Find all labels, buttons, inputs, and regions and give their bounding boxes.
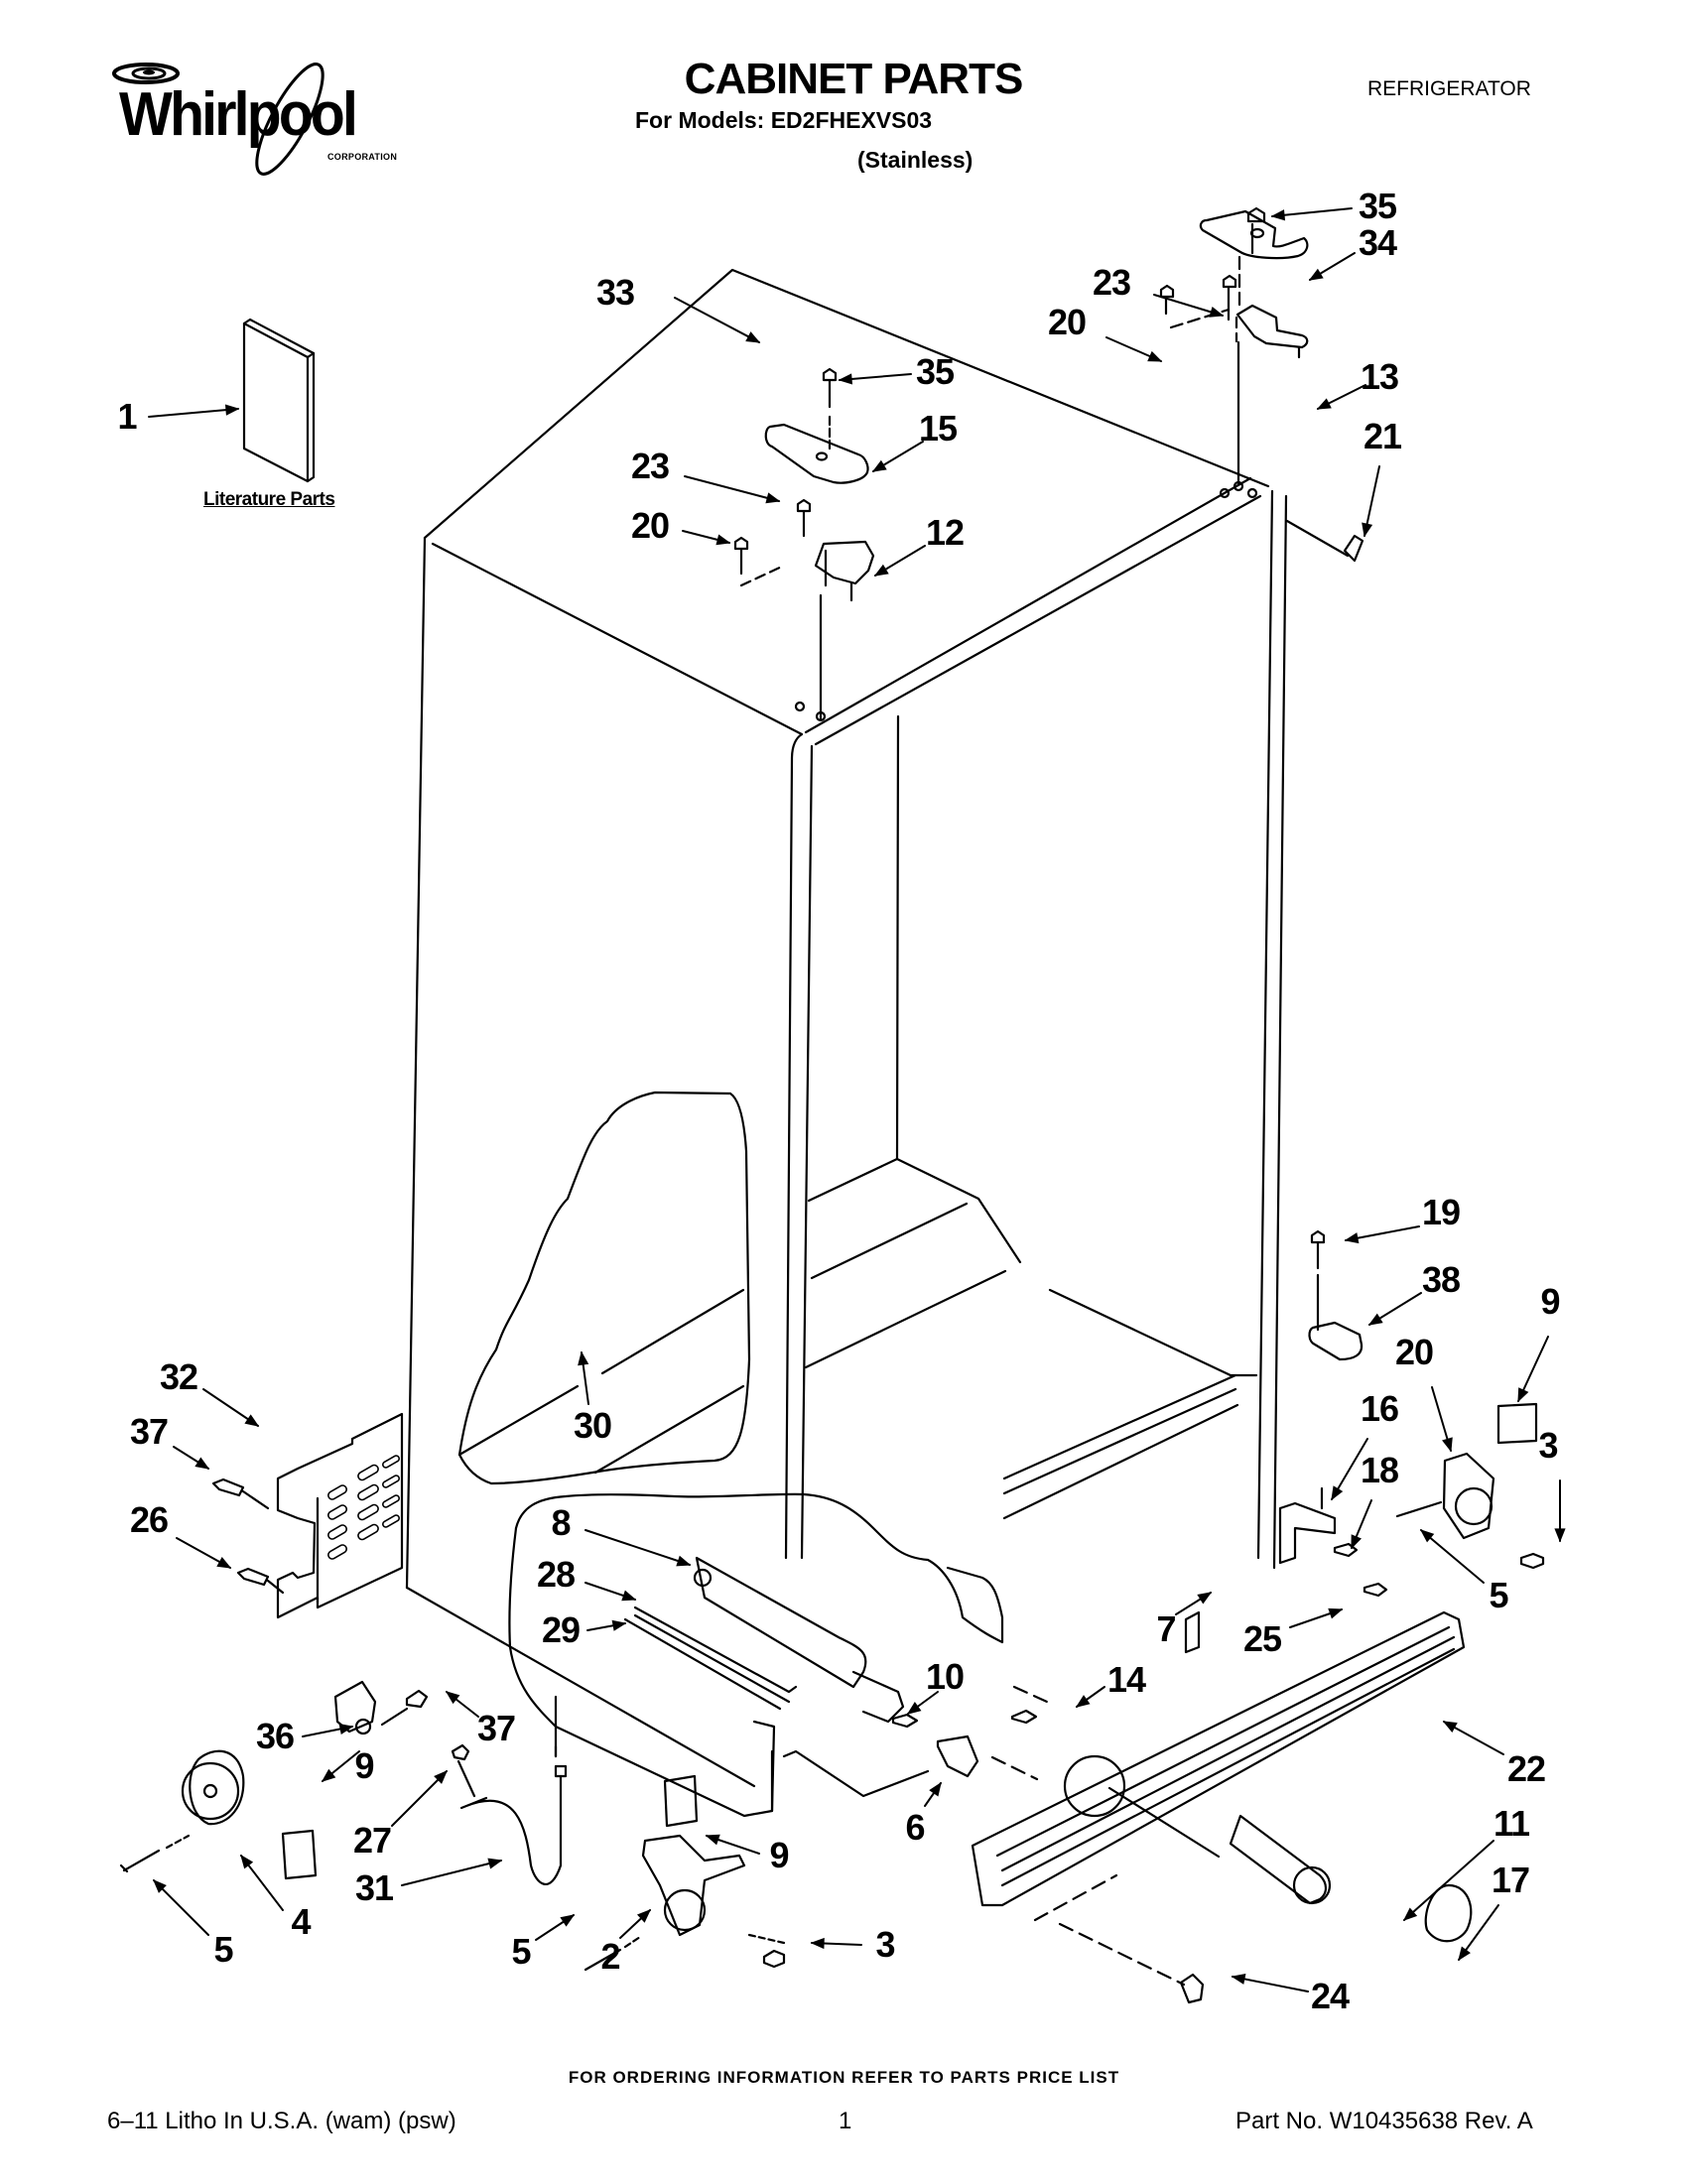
filter-housing-assembly <box>625 1558 1036 1776</box>
callout-38[interactable]: 38 <box>1421 1259 1461 1300</box>
product-category: REFRIGERATOR <box>1367 77 1531 100</box>
callout-9[interactable]: 9 <box>769 1835 789 1875</box>
callout-32[interactable]: 32 <box>159 1356 198 1397</box>
callout-20[interactable]: 20 <box>630 505 670 546</box>
page-number: 1 <box>839 2108 852 2134</box>
callout-5[interactable]: 5 <box>511 1931 531 1972</box>
callout-37[interactable]: 37 <box>476 1708 516 1748</box>
callout-35[interactable]: 35 <box>915 351 955 392</box>
models-line: For Models: ED2FHEXVS03 <box>635 107 933 133</box>
upper-left-hinge-assembly <box>735 369 873 720</box>
callout-27[interactable]: 27 <box>352 1820 392 1861</box>
part-number: Part No. W10435638 Rev. A <box>1235 2108 1533 2134</box>
callout-23[interactable]: 23 <box>630 446 670 486</box>
callout-24[interactable]: 24 <box>1310 1976 1350 2016</box>
callout-25[interactable]: 25 <box>1242 1618 1282 1659</box>
callout-36[interactable]: 36 <box>255 1716 295 1756</box>
whirlpool-logo: Whirlpool CORPORATION <box>111 62 397 181</box>
literature-booklet-icon <box>244 320 314 481</box>
callout-31[interactable]: 31 <box>354 1867 394 1908</box>
upper-right-hinge-assembly <box>1161 208 1363 561</box>
callout-1[interactable]: 1 <box>117 396 137 437</box>
callout-21[interactable]: 21 <box>1363 416 1402 456</box>
callout-3[interactable]: 3 <box>875 1924 895 1965</box>
callout-6[interactable]: 6 <box>905 1807 925 1848</box>
callout-29[interactable]: 29 <box>541 1609 581 1650</box>
callout-14[interactable]: 14 <box>1106 1659 1146 1700</box>
lower-center-parts <box>585 1776 784 1970</box>
lower-left-parts <box>121 1682 566 1884</box>
callout-28[interactable]: 28 <box>536 1554 576 1595</box>
callout-30[interactable]: 30 <box>573 1405 612 1446</box>
callout-12[interactable]: 12 <box>925 512 965 553</box>
callout-10[interactable]: 10 <box>925 1656 965 1697</box>
literature-parts-label: Literature Parts <box>203 489 335 510</box>
callout-23[interactable]: 23 <box>1092 262 1131 303</box>
callout-16[interactable]: 16 <box>1360 1388 1399 1429</box>
brand-subtitle: CORPORATION <box>327 152 398 162</box>
callout-20[interactable]: 20 <box>1047 302 1087 342</box>
callout-17[interactable]: 17 <box>1491 1860 1530 1900</box>
lower-right-hinge-assembly <box>1186 1231 1543 1652</box>
rear-access-panel-icon <box>213 1414 402 1617</box>
callout-20[interactable]: 20 <box>1394 1332 1434 1372</box>
brand-name: Whirlpool <box>119 80 358 149</box>
leader-arrows <box>149 208 1566 1991</box>
ordering-note: FOR ORDERING INFORMATION REFER TO PARTS … <box>568 2068 1120 2087</box>
callout-35[interactable]: 35 <box>1358 186 1397 226</box>
swirl-icon <box>112 63 325 176</box>
callout-26[interactable]: 26 <box>129 1499 169 1540</box>
print-info: 6–11 Litho In U.S.A. (wam) (psw) <box>107 2108 456 2134</box>
callout-9[interactable]: 9 <box>354 1745 374 1786</box>
callout-4[interactable]: 4 <box>291 1901 311 1942</box>
callout-3[interactable]: 3 <box>1538 1425 1558 1466</box>
model-variant: (Stainless) <box>857 147 974 173</box>
page-title: CABINET PARTS <box>684 55 1024 103</box>
callout-33[interactable]: 33 <box>595 272 635 313</box>
callout-18[interactable]: 18 <box>1360 1450 1399 1490</box>
callout-13[interactable]: 13 <box>1360 356 1399 397</box>
callout-9[interactable]: 9 <box>1540 1281 1560 1322</box>
callout-11[interactable]: 11 <box>1493 1803 1530 1844</box>
callout-5[interactable]: 5 <box>1489 1575 1508 1615</box>
callout-34[interactable]: 34 <box>1358 222 1397 263</box>
callout-5[interactable]: 5 <box>213 1929 233 1970</box>
callout-8[interactable]: 8 <box>551 1502 571 1543</box>
callout-2[interactable]: 2 <box>600 1936 620 1977</box>
callout-15[interactable]: 15 <box>918 408 958 449</box>
callout-7[interactable]: 7 <box>1156 1608 1176 1649</box>
base-grille-assembly <box>973 1612 1471 2002</box>
callout-22[interactable]: 22 <box>1506 1748 1546 1789</box>
callout-19[interactable]: 19 <box>1421 1192 1461 1232</box>
callout-37[interactable]: 37 <box>129 1411 169 1452</box>
